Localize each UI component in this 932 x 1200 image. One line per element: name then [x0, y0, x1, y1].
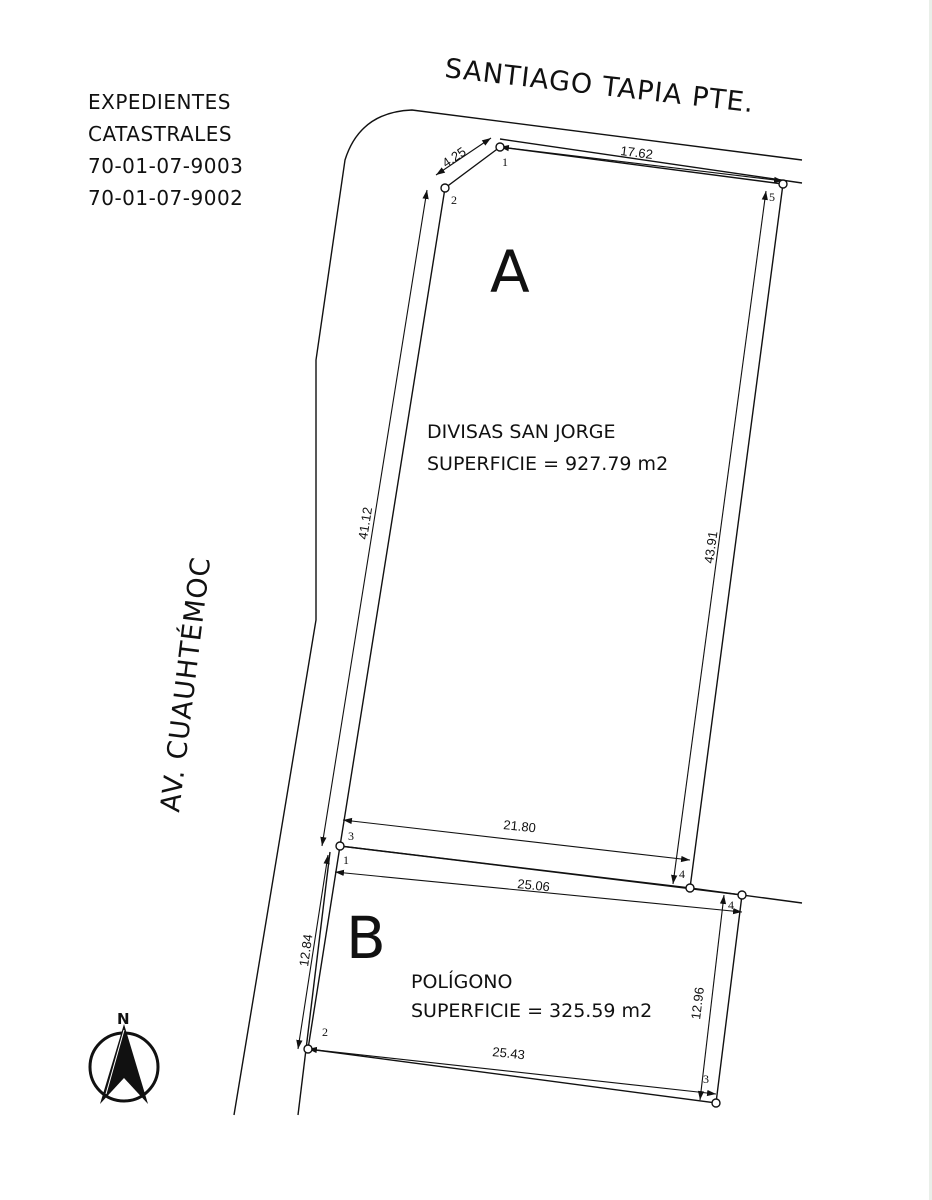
vertex-a-2	[440, 183, 450, 193]
dim-line-b-25-43	[307, 1046, 717, 1097]
vertex-a-1	[495, 142, 505, 152]
dim-b-2-3: 25.43	[492, 1044, 526, 1062]
vertex-label-b-1: 1	[343, 853, 349, 867]
vertex-a-3	[335, 841, 345, 851]
vertex-b-3	[711, 1098, 721, 1108]
dim-line-a-17-62	[499, 144, 784, 184]
dim-line-a-43-91	[671, 190, 768, 885]
street-name-north: SANTIAGO TAPIA PTE.	[443, 53, 756, 119]
vertex-label-a-4: 4	[679, 867, 685, 881]
dim-b-1-2: 12.84	[296, 933, 315, 967]
vertex-b-4	[737, 890, 747, 900]
vertex-a-4	[685, 883, 695, 893]
record-number-1: 70-01-07-9003	[88, 154, 244, 178]
lot-a-outline	[339, 146, 784, 889]
vertex-a-5	[778, 179, 788, 189]
vertex-label-a-1: 1	[502, 155, 508, 169]
north-arrow-icon: N	[88, 1010, 160, 1104]
lot-a-area: SUPERFICIE = 927.79 m2	[427, 453, 668, 475]
street-name-west: AV. CUAUHTÉMOC	[154, 555, 217, 814]
vertex-b-2	[303, 1044, 313, 1054]
north-arrow-label: N	[117, 1010, 130, 1028]
lot-b-letter: B	[346, 904, 386, 972]
dim-a-3-4: 21.80	[503, 817, 537, 835]
dim-line-a-21-80	[342, 817, 691, 863]
record-number-2: 70-01-07-9002	[88, 186, 244, 210]
dim-b-1-4: 25.06	[517, 876, 551, 894]
vertex-label-a-2: 2	[451, 193, 457, 207]
west-boundary-line	[297, 851, 331, 1116]
lot-a-name: DIVISAS SAN JORGE	[427, 421, 616, 443]
heading-line-2: CATASTRALES	[88, 122, 233, 146]
dim-line-b-25-06	[334, 869, 743, 915]
vertex-label-b-3: 3	[703, 1072, 709, 1086]
cadastral-records-heading: EXPEDIENTES CATASTRALES 70-01-07-9003 70…	[88, 86, 243, 214]
dim-line-a-41-12	[320, 189, 429, 847]
vertex-label-b-2: 2	[322, 1025, 328, 1039]
dim-b-3-4: 12.96	[688, 986, 707, 1020]
heading-line-1: EXPEDIENTES	[88, 90, 231, 114]
vertex-label-a-5: 5	[769, 190, 775, 204]
vertex-label-a-3: 3	[348, 829, 354, 843]
lot-a-letter: A	[490, 238, 530, 306]
dim-line-a-4-25	[435, 137, 492, 176]
dim-line-b-12-84	[296, 854, 330, 1050]
dim-a-2-3: 41.12	[355, 506, 375, 540]
dim-a-4-5: 43.91	[701, 530, 720, 564]
vertex-label-b-4: 4	[728, 898, 734, 912]
lot-b-name: POLÍGONO	[411, 970, 512, 993]
dim-a-1-2: 4.25	[439, 144, 468, 171]
page-edge	[929, 0, 932, 1200]
dim-a-1-5: 17.62	[620, 143, 654, 162]
lot-b-area: SUPERFICIE = 325.59 m2	[411, 1000, 652, 1022]
dim-line-b-12-96	[697, 894, 727, 1101]
